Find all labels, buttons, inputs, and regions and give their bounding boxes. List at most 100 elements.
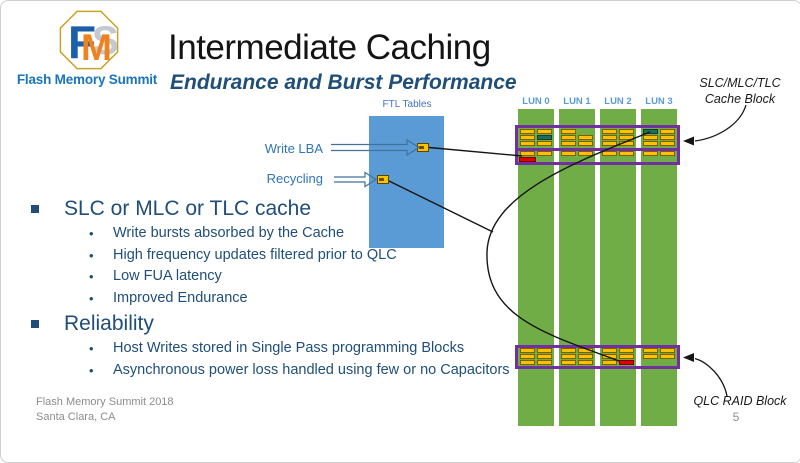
cache-annotation-arrowhead: [683, 136, 694, 146]
bullet-reliability: Reliability: [21, 312, 521, 336]
nand-cell-y: [619, 129, 634, 134]
dot-bullet-icon: •: [89, 341, 94, 356]
bullet-cache-label: SLC or MLC or TLC cache: [64, 197, 312, 220]
square-bullet-icon: [31, 205, 39, 213]
footer-line1: Flash Memory Summit 2018: [36, 396, 174, 408]
nand-cell-y: [578, 360, 593, 365]
nand-cell-y: [561, 129, 576, 134]
nand-cell-y: [602, 135, 617, 140]
nand-cell-y: [619, 348, 634, 353]
logo-letter-s: S: [92, 19, 119, 63]
nand-cell-y: [643, 135, 658, 140]
nand-cell-y: [578, 141, 593, 146]
bullet-reliability-item: • Asynchronous power loss handled using …: [89, 361, 521, 378]
nand-cell-r: [619, 360, 634, 365]
nand-cell-y: [660, 348, 675, 353]
nand-cell-y: [602, 348, 617, 353]
bullet-text: Asynchronous power loss handled using fe…: [113, 361, 510, 378]
ftl-entry-mark: [379, 178, 384, 181]
qlc-annotation-arrowhead: [683, 353, 694, 362]
bullet-list: SLC or MLC or TLC cache • Write bursts a…: [21, 197, 521, 384]
footer-line2: Santa Clara, CA: [36, 410, 116, 423]
nand-cell-y: [520, 151, 535, 156]
ftl-write-entry-cell: [417, 143, 429, 152]
slc-mlc-tlc-cache-block: [515, 125, 680, 165]
nand-cell-y: [643, 348, 658, 353]
nand-cell-y: [537, 129, 552, 134]
footer: Flash Memory Summit 2018 Santa Clara, CA: [36, 395, 174, 424]
nand-cell-y: [619, 354, 634, 359]
nand-cell-y: [619, 141, 634, 146]
nand-cell-y: [561, 151, 576, 156]
nand-cell-y: [520, 135, 535, 140]
recycling-label: Recycling: [266, 171, 323, 186]
cache-block-divider: [518, 147, 677, 151]
bullet-text: Improved Endurance: [113, 289, 248, 306]
nand-cell-y: [578, 151, 593, 156]
nand-cell-y: [537, 360, 552, 365]
bullet-text: Low FUA latency: [113, 268, 222, 284]
bullet-cache-item: • High frequency updates filtered prior …: [89, 246, 521, 263]
bullet-text: High frequency updates filtered prior to…: [113, 246, 397, 263]
nand-cell-y: [520, 141, 535, 146]
bullet-reliability-item: • Host Writes stored in Single Pass prog…: [89, 341, 521, 357]
bullet-cache-item: • Low FUA latency: [89, 268, 521, 285]
square-bullet-icon: [31, 320, 39, 328]
dot-bullet-icon: •: [89, 290, 94, 306]
dot-bullet-icon: •: [89, 226, 94, 241]
nand-cell-y: [520, 129, 535, 134]
bullet-cache-item: • Improved Endurance: [89, 289, 521, 306]
dot-bullet-icon: •: [89, 269, 94, 284]
nand-cell-y: [619, 151, 634, 156]
nand-cell-y: [561, 360, 576, 365]
nand-cell-y: [602, 151, 617, 156]
bullet-text: Write bursts absorbed by the Cache: [113, 225, 345, 241]
nand-cell-y: [602, 141, 617, 146]
slide-subtitle: Endurance and Burst Performance: [170, 71, 517, 94]
logo-circle: [62, 13, 116, 67]
nand-cell-y: [561, 354, 576, 359]
nand-cell-y: [660, 141, 675, 146]
nand-cell-y: [643, 141, 658, 146]
nand-cell-y: [537, 354, 552, 359]
nand-cell-y: [602, 129, 617, 134]
nand-cell-y: [578, 348, 593, 353]
cache-annotation-line2: Cache Block: [704, 92, 776, 106]
lun3-label: LUN 3: [645, 96, 673, 107]
lun2-label: LUN 2: [604, 96, 632, 107]
ftl-recycle-entry-cell: [377, 175, 389, 184]
nand-cell-y: [578, 354, 593, 359]
lun1-label: LUN 1: [563, 96, 591, 107]
qlc-annotation-arrow: [694, 357, 728, 397]
nand-cell-y: [537, 348, 552, 353]
ftl-entry-mark: [419, 146, 424, 149]
nand-cell-t: [643, 129, 658, 134]
ftl-tables-label: FTL Tables: [382, 99, 432, 110]
nand-cell-y: [520, 354, 535, 359]
cache-block-annotation: SLC/MLC/TLC Cache Block: [684, 75, 796, 107]
nand-cell-y: [561, 141, 576, 146]
nand-cell-y: [660, 354, 675, 359]
nand-cell-t: [537, 135, 552, 140]
nand-cell-y: [520, 348, 535, 353]
bullet-cache-item: • Write bursts absorbed by the Cache: [89, 225, 521, 242]
bullet-reliability-label: Reliability: [64, 312, 154, 335]
nand-cell-y: [619, 135, 634, 140]
logo-letter-m: M: [81, 27, 112, 68]
nand-cell-y: [561, 135, 576, 140]
dot-bullet-icon: •: [89, 247, 94, 263]
write-lba-label: Write LBA: [264, 141, 323, 156]
nand-cell-y: [660, 129, 675, 134]
nand-cell-y: [537, 151, 552, 156]
qlc-block-annotation: QLC RAID Block: [693, 394, 787, 408]
nand-cell-y: [602, 354, 617, 359]
nand-cell-y: [660, 135, 675, 140]
cache-block-cells: [518, 128, 677, 162]
nand-cell-y: [602, 360, 617, 365]
nand-cell-r: [519, 156, 536, 162]
nand-cell-y: [660, 151, 675, 156]
nand-cell-y: [643, 354, 658, 359]
qlc-block-cells: [518, 348, 677, 366]
flash-memory-summit-logo-icon: S F M: [59, 10, 119, 70]
